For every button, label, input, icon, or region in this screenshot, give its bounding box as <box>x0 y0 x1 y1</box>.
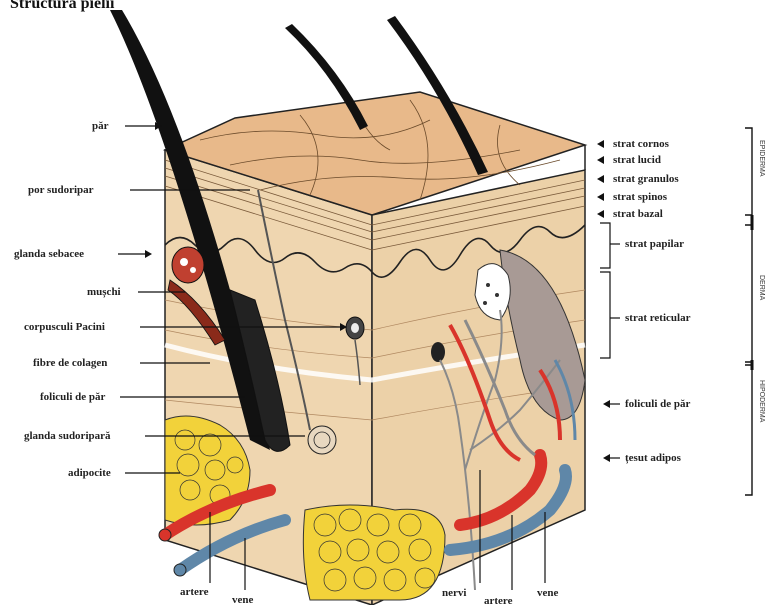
label-strat-lucid: strat lucid <box>613 154 661 166</box>
label-vene-left: vene <box>232 594 254 605</box>
label-foliculi-par-right: foliculi de păr <box>625 398 691 410</box>
side-brackets: EPIDERMA DERMA HIPODERMA <box>745 128 765 495</box>
label-strat-spinos: strat spinos <box>613 191 668 203</box>
label-glanda-sebacee: glanda sebacee <box>14 248 84 260</box>
label-corpusculi-pacini: corpusculi Pacini <box>24 321 105 333</box>
label-nervi: nervi <box>442 587 466 599</box>
label-strat-papilar: strat papilar <box>625 238 684 250</box>
label-fibre-colagen: fibre de colagen <box>33 357 107 369</box>
label-artere-right: artere <box>484 595 513 605</box>
bracket-epiderma: EPIDERMA <box>758 140 765 177</box>
label-artere-left: artere <box>180 586 209 598</box>
label-por-sudoripar: por sudoripar <box>28 184 94 196</box>
right-labels: strat cornos strat lucid strat granulos … <box>597 138 691 464</box>
sweat-gland-coil <box>308 426 336 454</box>
label-vene-right: vene <box>537 587 559 599</box>
label-tesut-adipos: țesut adipos <box>625 452 682 464</box>
label-muschi: mușchi <box>87 286 121 298</box>
label-glanda-sudoripara: glanda sudoripară <box>24 430 111 442</box>
bracket-hipoderma: HIPODERMA <box>758 380 765 423</box>
label-adipocite: adipocite <box>68 467 111 479</box>
label-strat-granulos: strat granulos <box>613 173 679 185</box>
diagram-title: Structura pielii <box>10 0 115 12</box>
label-strat-cornos: strat cornos <box>613 138 670 150</box>
label-par: păr <box>92 120 109 132</box>
label-strat-bazal: strat bazal <box>613 208 663 220</box>
sebaceous-gland <box>172 247 204 283</box>
bracket-derma: DERMA <box>758 275 765 301</box>
pacinian-right <box>431 342 445 362</box>
label-foliculi-par-left: foliculi de păr <box>40 391 106 403</box>
label-strat-reticular: strat reticular <box>625 312 691 324</box>
